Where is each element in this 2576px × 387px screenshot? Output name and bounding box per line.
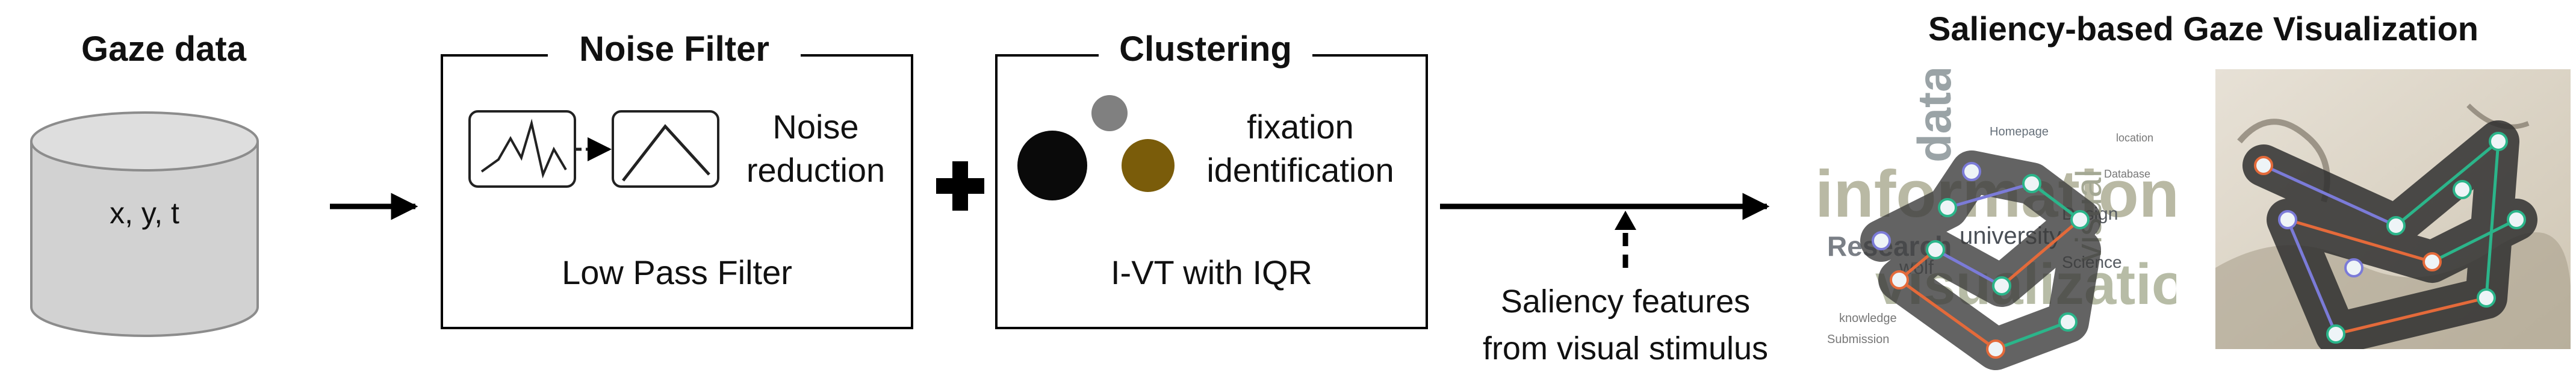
cloud-word: location: [2116, 132, 2153, 144]
noise-filter-desc-line2: reduction: [746, 151, 886, 189]
visualization-title: Saliency-based Gaze Visualization: [1928, 10, 2478, 48]
cloud-word: Database: [2104, 168, 2150, 180]
saliency-features-line1: Saliency features: [1500, 283, 1751, 320]
cluster-dot-medium-icon: [1122, 139, 1175, 192]
noise-filter-method: Low Pass Filter: [562, 253, 792, 291]
cluster-dot-large-icon: [1017, 131, 1087, 200]
noise-filter-box: [441, 54, 913, 329]
noise-filter-title: Noise Filter: [579, 29, 769, 69]
cloud-word: knowledge: [1839, 312, 1897, 325]
clustering-title: Clustering: [1119, 29, 1292, 69]
painting-gaze-image: [2215, 69, 2571, 349]
saliency-input-arrowhead: [1615, 211, 1636, 230]
clustering-method: I-VT with IQR: [1110, 253, 1312, 291]
cloud-word: Homepage: [1990, 125, 2049, 138]
smooth-signal-icon: [612, 110, 719, 188]
clustering-desc-line1: fixation: [1247, 108, 1354, 146]
gaze-data-fields: x, y, t: [110, 196, 179, 230]
word-cloud-gaze-image: information data visualization Research …: [1815, 69, 2176, 382]
gaze-data-title: Gaze data: [81, 29, 246, 69]
noisy-signal-icon: [468, 110, 576, 188]
plus-icon: [936, 161, 984, 211]
noise-filter-desc-line1: Noise: [772, 108, 859, 146]
saliency-features-line2: from visual stimulus: [1482, 330, 1769, 367]
cluster-dot-small-icon: [1091, 95, 1128, 131]
cloud-word: data: [1908, 69, 1961, 163]
gaze-data-cylinder-icon: [30, 111, 259, 337]
clustering-desc-line2: identification: [1206, 151, 1394, 189]
cloud-word: Submission: [1827, 333, 1889, 346]
clustering-box: [995, 54, 1428, 329]
